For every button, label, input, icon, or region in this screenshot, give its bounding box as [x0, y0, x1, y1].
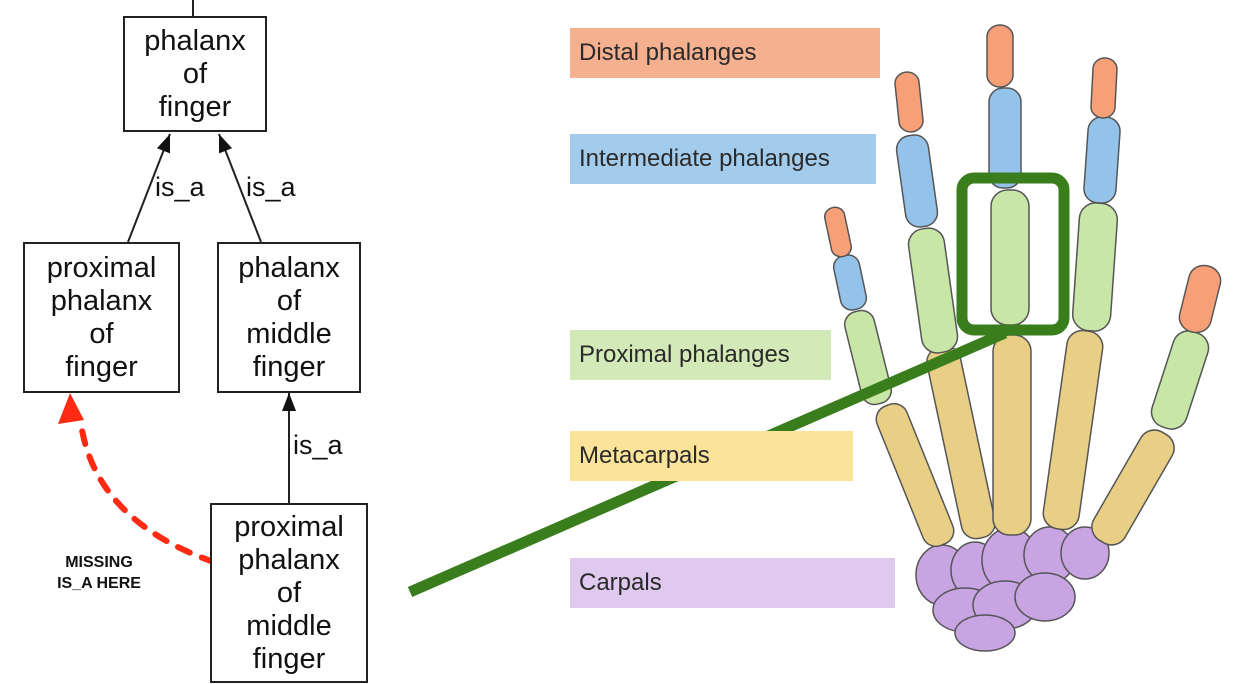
- intermediate-phalanx: [832, 253, 869, 312]
- carpal-bone: [1015, 573, 1075, 621]
- intermediate-phalanx: [1083, 116, 1121, 204]
- edge-label-is-a: is_a: [293, 430, 343, 461]
- missing-is-a-edge: [82, 430, 214, 562]
- legend-distal-phalanges: Distal phalanges: [570, 28, 880, 78]
- arrowhead-icon: [282, 393, 296, 411]
- node-proximal-phalanx-of-finger: proximal phalanx of finger: [23, 242, 180, 393]
- red-arrowhead-icon: [58, 393, 84, 424]
- node-proximal-phalanx-of-middle-finger: proximal phalanx of middle finger: [210, 503, 368, 683]
- legend-metacarpals: Metacarpals: [570, 431, 853, 481]
- proximal-phalanx: [906, 226, 959, 355]
- intermediate-phalanx: [895, 133, 939, 229]
- metacarpal-bone: [993, 335, 1031, 535]
- metacarpal-bone: [1041, 328, 1104, 531]
- missing-is-a-note: MISSING IS_A HERE: [40, 552, 158, 594]
- node-phalanx-of-finger: phalanx of finger: [123, 16, 267, 132]
- distal-phalanx: [987, 25, 1013, 87]
- proximal-phalanx: [1072, 202, 1119, 332]
- legend-proximal-phalanges: Proximal phalanges: [570, 330, 831, 380]
- legend-carpals: Carpals: [570, 558, 895, 608]
- edge-label-is-a: is_a: [155, 172, 205, 203]
- arrowhead-icon: [219, 134, 232, 153]
- legend-intermediate-phalanges: Intermediate phalanges: [570, 134, 876, 184]
- distal-phalanx: [894, 71, 924, 133]
- arrowhead-icon: [157, 134, 170, 153]
- node-phalanx-of-middle-finger: phalanx of middle finger: [217, 242, 361, 393]
- edge-label-is-a: is_a: [246, 172, 296, 203]
- carpal-bone: [955, 615, 1015, 651]
- distal-phalanx: [823, 205, 853, 258]
- metacarpal-bone: [1086, 424, 1180, 550]
- distal-phalanx: [1090, 57, 1117, 118]
- proximal-phalanx: [1147, 327, 1212, 433]
- proximal-phalanx-middle-finger: [991, 190, 1029, 325]
- distal-phalanx: [1176, 262, 1224, 336]
